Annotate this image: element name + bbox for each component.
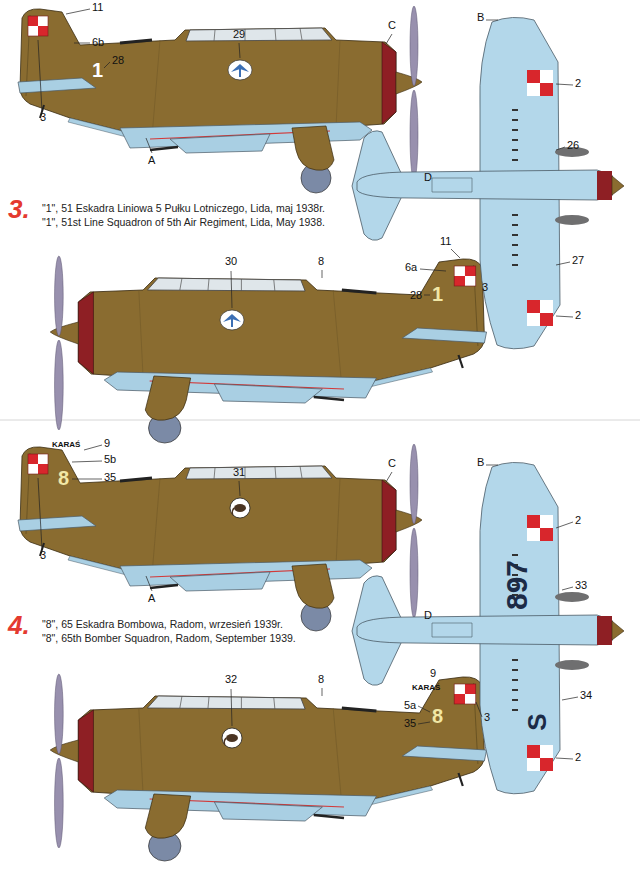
- callout-number: 2: [575, 515, 581, 526]
- callout-number: A: [148, 593, 155, 604]
- callout-number: 31: [233, 467, 245, 478]
- caption-text: "1", 51 Eskadra Liniowa 5 Pułku Lotnicze…: [42, 203, 325, 214]
- callout-number: B: [477, 457, 484, 468]
- callout-number: 3: [482, 282, 488, 293]
- squadron-emblem: [230, 498, 250, 518]
- callout-number: 6a: [405, 262, 417, 273]
- callout-number: 28: [112, 55, 124, 66]
- side-profile: [50, 674, 486, 861]
- callout-number: 29: [233, 29, 245, 40]
- callout-number: 2: [575, 310, 581, 321]
- underside-code: 897: [502, 560, 532, 610]
- callout-number: 32: [225, 674, 237, 685]
- aircraft-marking: 8: [432, 706, 443, 726]
- callout-number: 11: [92, 2, 103, 13]
- callout-number: C: [388, 458, 396, 469]
- callout-number: 5a: [404, 700, 416, 711]
- profile-number: 3.: [8, 196, 30, 222]
- underside-code: S: [524, 713, 550, 730]
- callout-number: 6b: [92, 37, 104, 48]
- callout-number: 30: [225, 256, 237, 267]
- callout-number: D: [424, 172, 432, 183]
- callout-number: 28: [410, 290, 422, 301]
- aircraft-marking: 8: [58, 468, 69, 488]
- caption-text: "1", 51st Line Squadron of 5th Air Regim…: [42, 217, 325, 228]
- callout-number: 9: [104, 438, 110, 449]
- caption-text: "8", 65th Bomber Squadron, Radom, Septem…: [42, 633, 296, 644]
- callout-number: 2: [575, 752, 581, 763]
- callout-number: 8: [318, 674, 324, 685]
- callout-number: 35: [104, 472, 116, 483]
- callout-number: 26: [567, 140, 579, 151]
- callout-number: 27: [572, 255, 584, 266]
- callout-number: 11: [440, 236, 451, 247]
- callout-number: 8: [318, 256, 324, 267]
- aircraft-inscription: KARAŚ: [52, 441, 80, 449]
- squadron-emblem: [220, 310, 244, 330]
- aircraft-marking: 1: [92, 60, 103, 80]
- callout-number: 34: [580, 690, 592, 701]
- aircraft-inscription: KARAŚ: [412, 684, 440, 692]
- callout-number: C: [388, 20, 396, 31]
- leader-lines: [38, 9, 578, 759]
- underside-view: [352, 17, 624, 348]
- callout-number: 2: [575, 78, 581, 89]
- page-fold: [0, 420, 640, 421]
- callout-number: 9: [430, 668, 436, 679]
- caption-text: "8", 65 Eskadra Bombowa, Radom, wrzesień…: [42, 619, 283, 630]
- callout-number: 33: [575, 580, 587, 591]
- underside-view: [352, 462, 624, 793]
- callout-number: 5b: [104, 454, 116, 465]
- side-profile: [50, 256, 486, 443]
- squadron-emblem: [222, 728, 242, 748]
- squadron-emblem: [228, 60, 252, 80]
- callout-number: B: [477, 12, 484, 23]
- callout-number: 35: [404, 718, 416, 729]
- callout-number: D: [424, 610, 432, 621]
- callout-number: 3: [40, 550, 46, 561]
- callout-number: 3: [484, 712, 490, 723]
- callout-number: A: [148, 155, 155, 166]
- callout-number: 3: [40, 112, 46, 123]
- profile-number: 4.: [8, 612, 30, 638]
- aircraft-marking: 1: [432, 284, 443, 304]
